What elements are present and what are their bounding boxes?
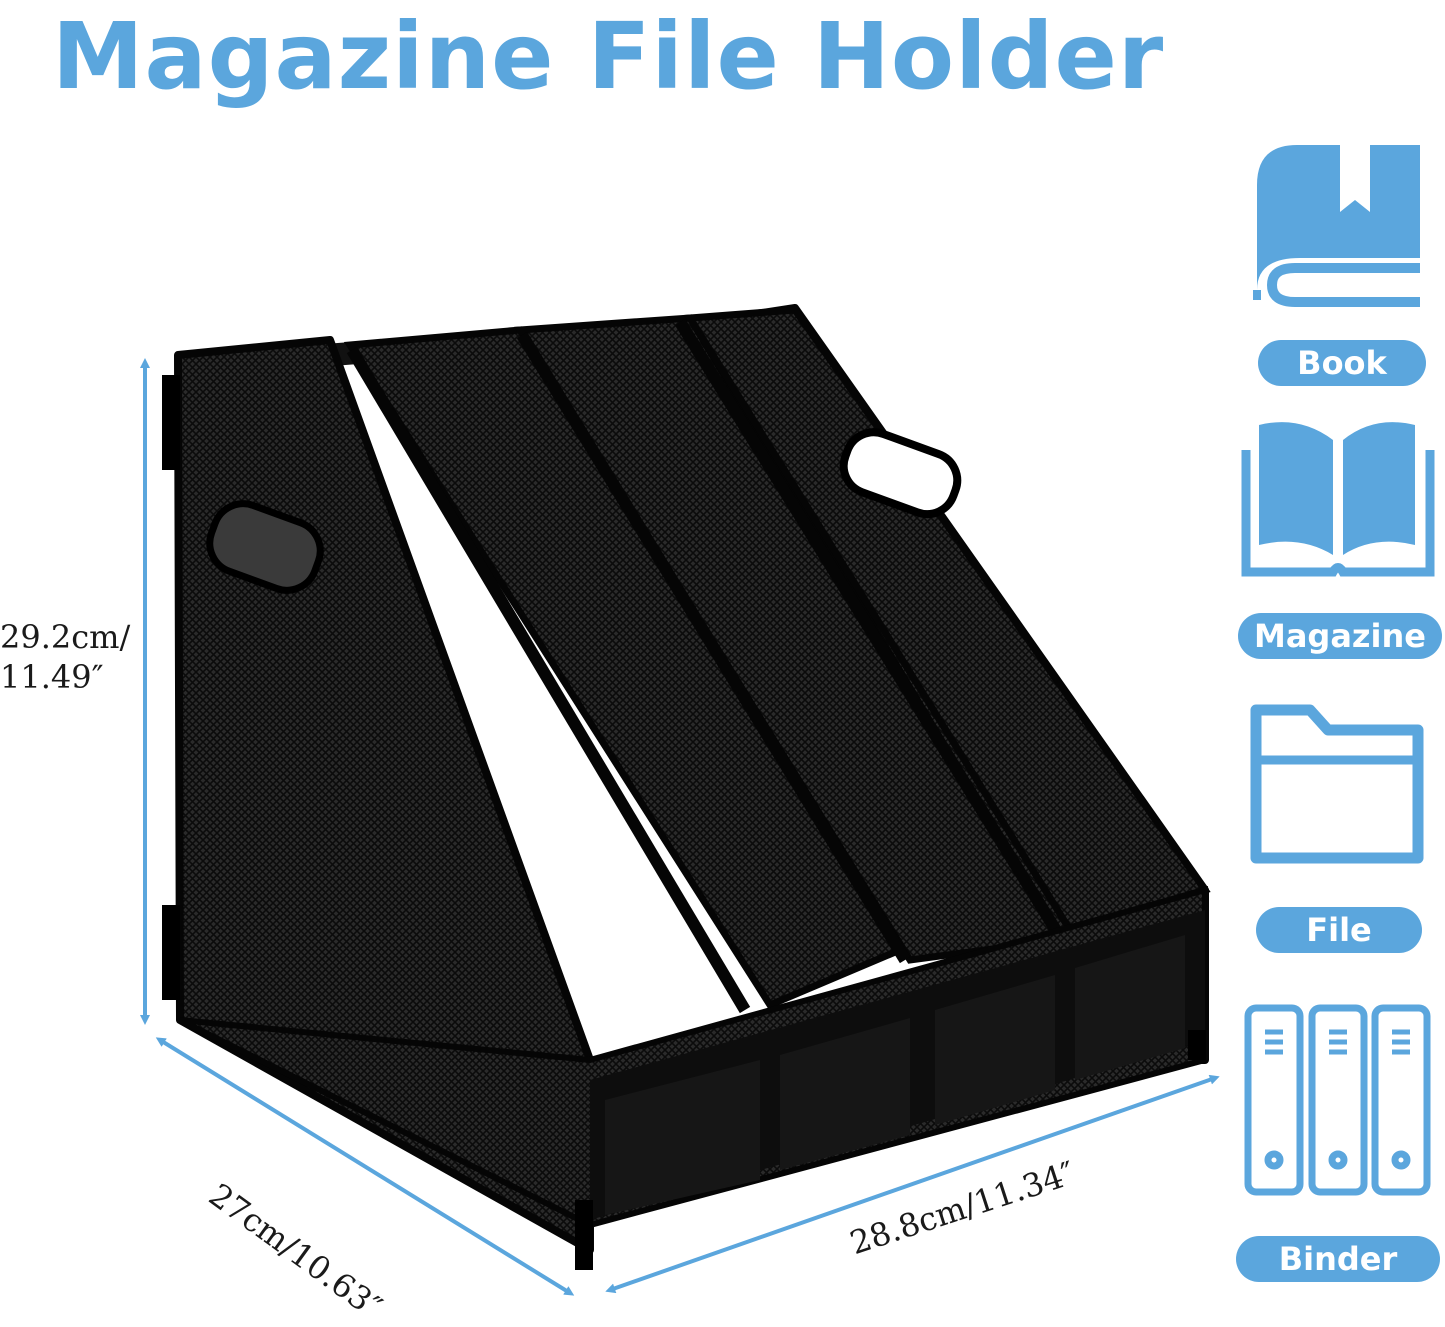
book-label: Book (1258, 340, 1426, 386)
open-book-icon (1241, 422, 1435, 577)
file-holder-image (162, 304, 1211, 1270)
binders-icon (1244, 1004, 1431, 1196)
folder-icon (1250, 704, 1424, 864)
width-dimension-arrow (605, 1074, 1220, 1294)
file-label: File (1256, 907, 1422, 953)
closed-book-icon (1253, 145, 1420, 307)
depth-dimension-arrow (155, 1037, 575, 1296)
binder-label: Binder (1236, 1236, 1440, 1282)
page-title: Magazine File Holder (52, 3, 1165, 110)
magazine-label: Magazine (1238, 613, 1442, 659)
height-dimension-label: 29.2cm/ 11.49″ (0, 618, 131, 696)
